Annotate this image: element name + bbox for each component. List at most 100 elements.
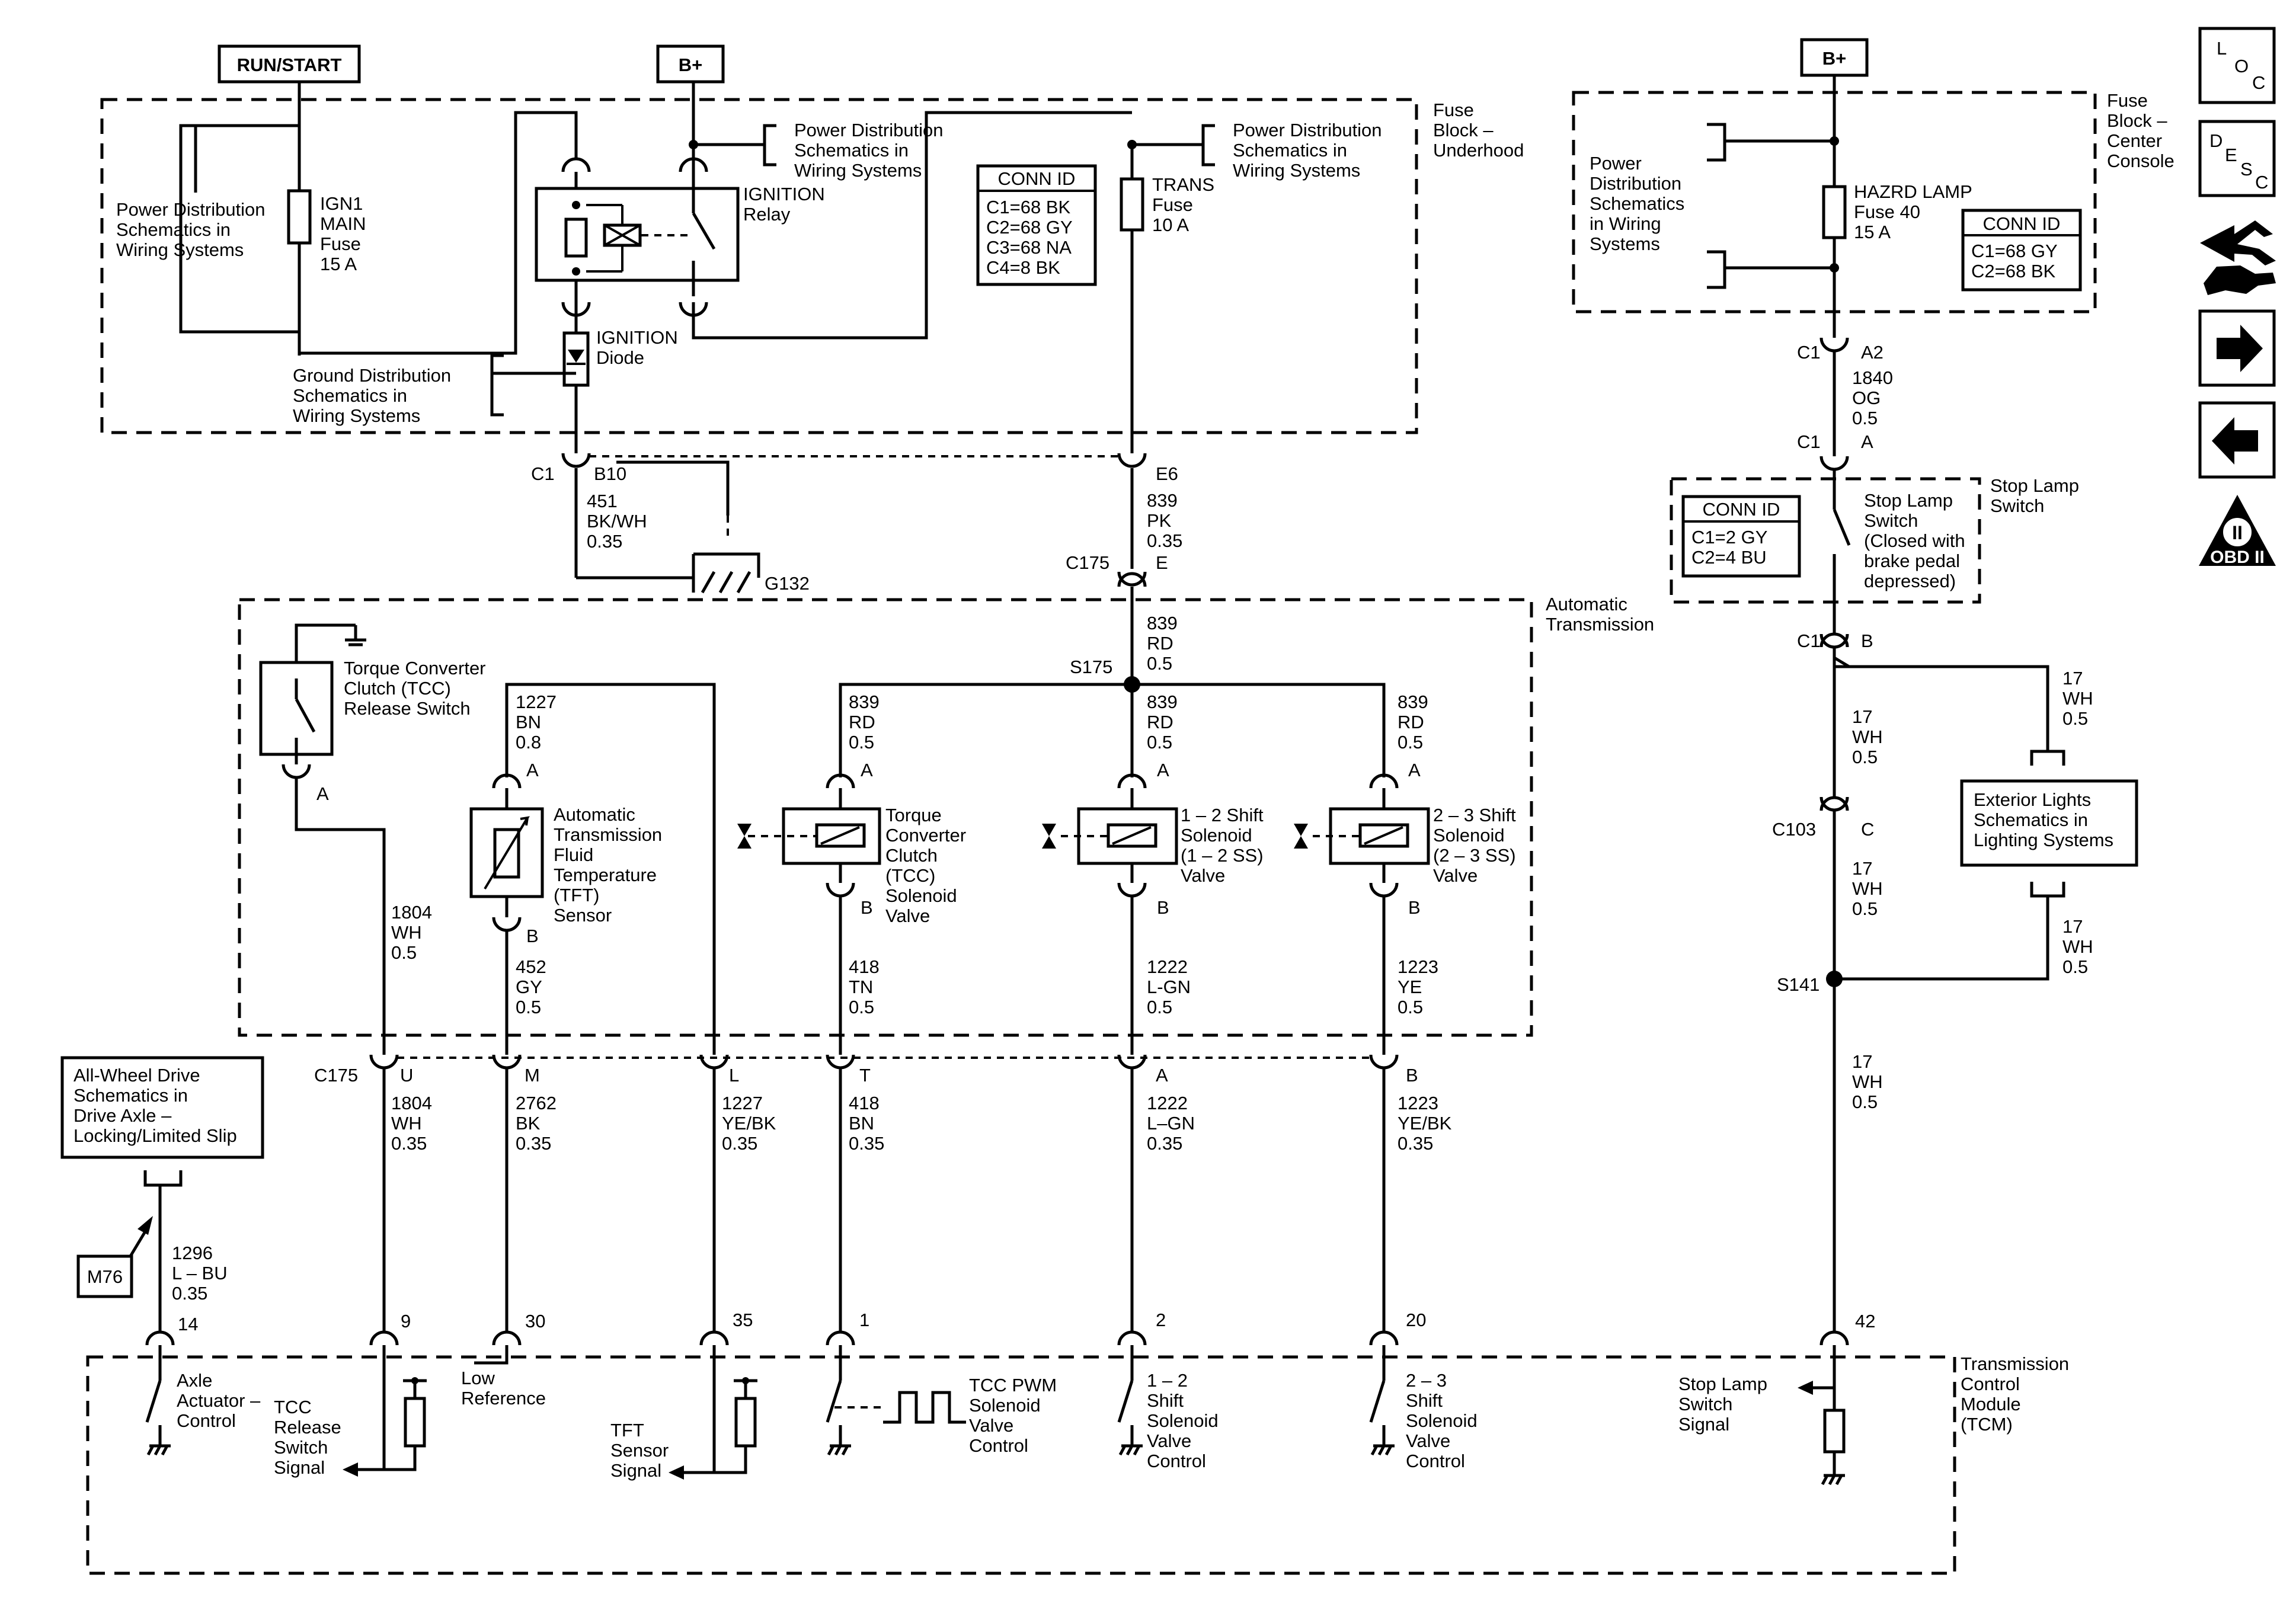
e-label: E <box>1156 552 1168 573</box>
tcc-release-signal-label: TCC Release Switch Signal <box>274 1397 346 1478</box>
next-arrow-button[interactable] <box>2198 309 2276 387</box>
b10-label: B10 <box>594 463 626 484</box>
underhood-conn-id-rows: C1=68 BK C2=68 GY C3=68 NA C4=8 BK <box>986 197 1077 278</box>
c175-wire-418: 418 BN 0.35 <box>849 1093 884 1154</box>
g132-label: G132 <box>765 573 810 594</box>
ss23-pin-a: A <box>1408 760 1421 780</box>
diagnostic-wrench-icon[interactable] <box>2200 220 2276 295</box>
tcc-solenoid-label: Torque Converter Clutch (TCC) Solenoid V… <box>885 805 971 926</box>
c175-pin-u: U <box>400 1065 413 1086</box>
pd-right-label: Power Distribution Schematics in Wiring … <box>1233 120 1387 181</box>
tcc-pin-b: B <box>861 897 873 918</box>
wire-17-d-label: 17 WH 0.5 <box>2062 916 2098 977</box>
c103-labels: C103 C <box>1772 819 1874 840</box>
b-plus-supply-2: B+ <box>1800 38 1869 92</box>
desc-letter-e: E <box>2225 145 2237 165</box>
tcm-pin-2: 2 <box>1156 1310 1166 1330</box>
tft-sensor-label: Automatic Transmission Fluid Temperature… <box>554 804 667 926</box>
run-start-supply: RUN/START <box>218 44 361 100</box>
s175-label: S175 <box>1070 657 1112 677</box>
ground-dist-label: Ground Distribution Schematics in Wiring… <box>293 365 456 426</box>
wire-451-label: 451 BK/WH 0.35 <box>587 491 652 552</box>
c175-wire-2762: 2762 BK 0.35 <box>516 1093 562 1154</box>
wire-839-tcc-label: 839 RD 0.5 <box>849 692 884 753</box>
center-pd-label: Power Distribution Schematics in Wiring … <box>1590 153 1690 254</box>
center-console-block-label: Fuse Block – Center Console <box>2107 90 2175 171</box>
tcm-pin-30: 30 <box>525 1311 545 1331</box>
exterior-lights-label: Exterior Lights Schematics in Lighting S… <box>1974 789 2113 850</box>
tcc-switch-pin-a: A <box>316 783 329 804</box>
wire-1223-label: 1223 YE 0.5 <box>1398 956 1444 1017</box>
ss12-label: 1 – 2 Shift Solenoid (1 – 2 SS) Valve <box>1181 805 1268 886</box>
auto-trans-label: Automatic Transmission <box>1546 594 1654 635</box>
fuse-block-center-console: Fuse Block – Center Console Power Distri… <box>1572 90 2175 338</box>
b-plus-label-2: B+ <box>1822 48 1847 69</box>
tcm-pin-14: 14 <box>178 1314 198 1334</box>
tft-signal-label: TFT Sensor Signal <box>610 1420 674 1481</box>
tft-pin-a: A <box>526 760 539 780</box>
right-wiring: C1 A2 1840 OG 0.5 C1 A Stop Lamp Switch … <box>1670 337 2138 1333</box>
tcm-module: Transmission Control Module (TCM) 14 9 3… <box>86 1310 2074 1575</box>
stop-lamp-switch-desc: Stop Lamp Switch (Closed with brake peda… <box>1864 490 1970 591</box>
c175-wire-1223: 1223 YE/BK 0.35 <box>1398 1093 1457 1154</box>
b-plus-label-1: B+ <box>679 55 703 75</box>
previous-arrow-button[interactable] <box>2198 401 2276 479</box>
wire-1222-label: 1222 L-GN 0.5 <box>1147 956 1196 1017</box>
awd-section: All-Wheel Drive Schematics in Drive Axle… <box>60 1056 264 1333</box>
stop-lamp-signal-label: Stop Lamp Switch Signal <box>1678 1374 1773 1435</box>
stop-lamp-conn-id-rows: C1=2 GY C2=4 BU <box>1691 527 1772 568</box>
tcc-switch-label: Torque Converter Clutch (TCC) Release Sw… <box>344 658 491 719</box>
c175-upper-label: C175 <box>1066 552 1109 573</box>
wire-418-label: 418 TN 0.5 <box>849 956 884 1017</box>
loc-letter-o: O <box>2234 56 2249 76</box>
tft-pin-b: B <box>526 926 539 946</box>
upper-wiring: C1 B10 451 BK/WH 0.35 G132 E6 839 PK 0.3… <box>531 453 1182 693</box>
c175-pin-l: L <box>729 1065 739 1086</box>
fuse-block-underhood: Fuse Block – Underhood Power Distributio… <box>100 98 1524 453</box>
tcm-label: Transmission Control Module (TCM) <box>1961 1353 2074 1435</box>
c175-pin-a: A <box>1156 1065 1168 1086</box>
tcc-pwm-label: TCC PWM Solenoid Valve Control <box>969 1375 1062 1456</box>
wire-1804-label: 1804 WH 0.5 <box>391 902 437 963</box>
s141-label: S141 <box>1777 974 1819 995</box>
wire-17-e-label: 17 WH 0.5 <box>1852 1051 1888 1112</box>
ignition-relay-label: IGNITION Relay <box>743 184 830 225</box>
m76-label: M76 <box>87 1266 123 1287</box>
tcc-pin-a: A <box>861 760 873 780</box>
center-conn-id-rows: C1=68 GY C2=68 BK <box>1971 241 2062 281</box>
obd-ii-icon[interactable]: II OBD II <box>2199 495 2276 567</box>
run-start-label: RUN/START <box>237 55 342 75</box>
tcm-pin-1: 1 <box>859 1310 869 1330</box>
description-button[interactable]: D E S C <box>2198 120 2276 197</box>
ignition-diode-label: IGNITION Diode <box>596 327 683 368</box>
c175-pin-m: M <box>525 1065 540 1086</box>
underhood-block-label: Fuse Block – Underhood <box>1433 100 1524 161</box>
loc-letter-c: C <box>2252 72 2265 93</box>
loc-letter-l: L <box>2217 38 2227 59</box>
c175-lower-connector: C175 U M L T A B 1804 WH 0.35 2762 BK 0.… <box>314 1054 1457 1333</box>
b-plus-supply-1: B+ <box>656 44 725 100</box>
c175-wire-1804: 1804 WH 0.35 <box>391 1093 437 1154</box>
pd-mid-label: Power Distribution Schematics in Wiring … <box>794 120 948 181</box>
wire-839-12-label: 839 RD 0.5 <box>1147 692 1182 753</box>
c175-wire-1222: 1222 L–GN 0.35 <box>1147 1093 1200 1154</box>
location-button[interactable]: L O C <box>2198 27 2276 104</box>
nav-icons: L O C D E S C II OBD II <box>2198 27 2276 567</box>
c1-a2-labels: C1 A2 <box>1797 342 1884 363</box>
ss12-pin-a: A <box>1157 760 1169 780</box>
ss23-pin-b: B <box>1408 897 1421 918</box>
wire-17-c-label: 17 WH 0.5 <box>1852 858 1888 919</box>
wire-17-a-label: 17 WH 0.5 <box>1852 706 1888 767</box>
desc-letter-c: C <box>2255 172 2268 193</box>
c1-label: C1 <box>531 463 555 484</box>
underhood-conn-id-title: CONN ID <box>998 168 1076 189</box>
wire-1296-label: 1296 L – BU 0.35 <box>172 1243 232 1304</box>
c175-lower-label: C175 <box>314 1065 358 1086</box>
pd-left-label: Power Distribution Schematics in Wiring … <box>116 199 270 260</box>
wire-1227-top-label: 1227 BN 0.8 <box>516 692 562 753</box>
wire-839-23-label: 839 RD 0.5 <box>1398 692 1433 753</box>
ss23-control-label: 2 – 3 Shift Solenoid Valve Control <box>1406 1370 1482 1471</box>
obd-label: OBD II <box>2210 548 2265 567</box>
hazrd-fuse-label: HAZRD LAMP Fuse 40 15 A <box>1854 181 1977 242</box>
